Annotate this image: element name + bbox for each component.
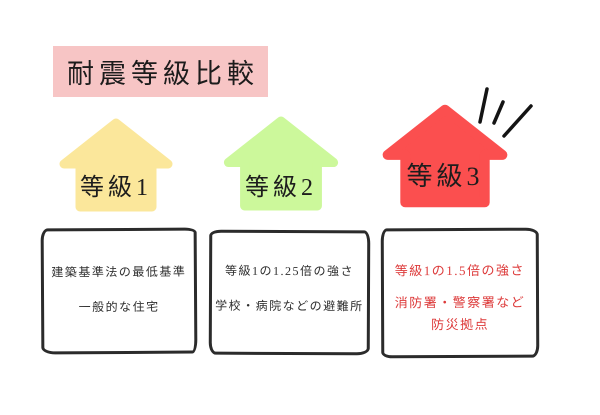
grade3-house-icon: 等級3 [381,102,509,210]
grade2-description-box: 等級1の1.25倍の強さ 学校・病院などの避難所 [208,229,371,356]
grade1-description-line: 建築基準法の最低基準 [51,264,187,280]
grade1-house-icon: 等級1 [58,116,174,212]
house-shape-icon [223,116,339,211]
grade2-house-icon: 等級2 [216,114,346,211]
house-shape-icon [382,104,508,208]
grade1-description-line: 一般的な住宅 [78,299,160,315]
grade3-description-line: 防災拠点 [431,316,490,333]
grade1-label: 等級1 [80,175,152,201]
grade2-description-line: 等級1の1.25倍の強さ [225,263,355,279]
page-title: 耐震等級比較 [67,59,259,89]
grade3-description-line: 等級1の1.5倍の強さ [394,262,526,279]
house-shape-icon [59,118,173,212]
grade3-description-line: 消防署・警察署など [394,294,526,311]
title-banner: 耐震等級比較 [53,46,268,97]
grade3-label: 等級3 [406,162,484,191]
grade2-label: 等級2 [245,175,317,201]
impact-lines-icon [478,87,533,138]
grade2-description-line: 学校・病院などの避難所 [215,298,364,314]
grade1-description-box: 建築基準法の最低基準 一般的な住宅 [40,227,198,355]
grade3-description-box: 等級1の1.5倍の強さ 消防署・警察署など 防災拠点 [380,227,540,359]
